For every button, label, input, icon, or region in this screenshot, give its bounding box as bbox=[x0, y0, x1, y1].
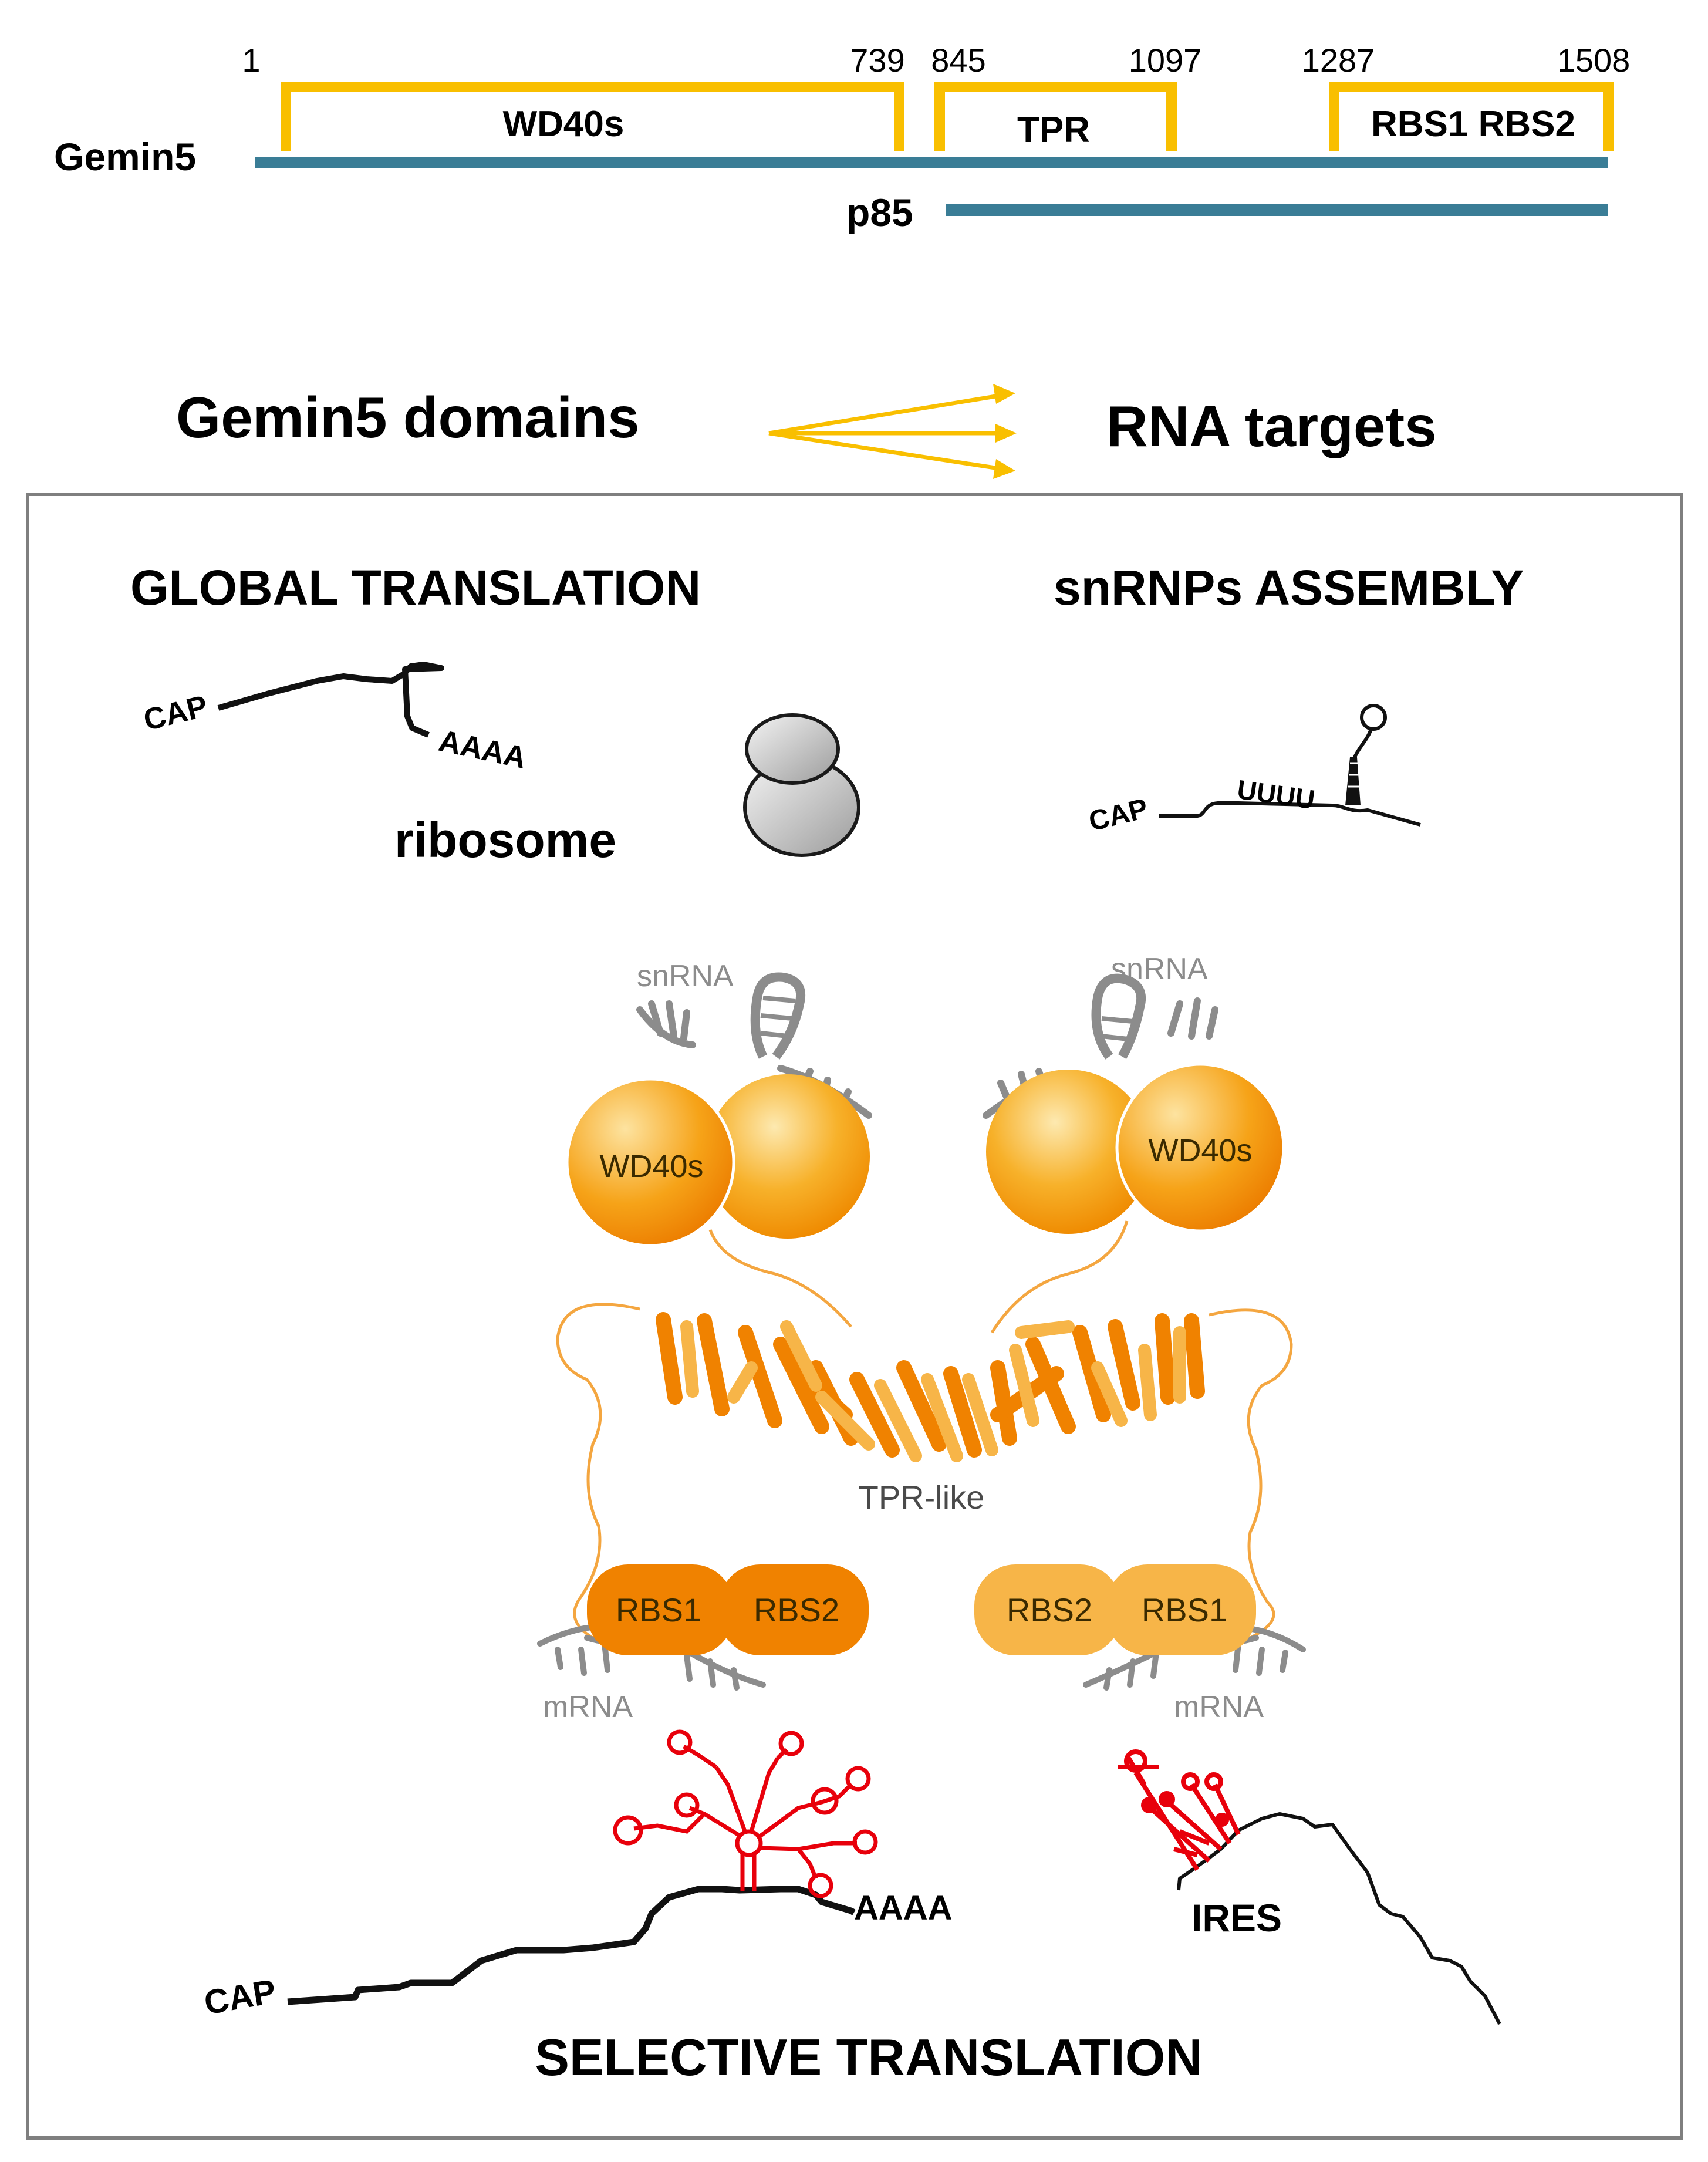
position-1097: 1097 bbox=[1129, 42, 1202, 79]
gemin5-dimer-structure: snRNA snRNA WD40s WD40s bbox=[537, 952, 1306, 1724]
tpr-domain-label: TPR bbox=[1017, 110, 1090, 150]
mrna-label-left: mRNA bbox=[543, 1690, 633, 1724]
tpr-like-label: TPR-like bbox=[859, 1479, 985, 1516]
snrna-label-right: snRNA bbox=[1111, 952, 1208, 986]
ires-label: IRES bbox=[1191, 1896, 1282, 1940]
position-739: 739 bbox=[850, 42, 904, 79]
snrna-label-left: snRNA bbox=[637, 959, 734, 993]
rbs2-blob-right bbox=[974, 1564, 1121, 1655]
rbs-domain-label: RBS1 RBS2 bbox=[1371, 104, 1575, 144]
snrna-stemloop-left bbox=[750, 972, 806, 1060]
rbs2-label-right: RBS2 bbox=[1007, 1591, 1092, 1628]
rbs2-label-left: RBS2 bbox=[754, 1591, 839, 1628]
rbs1-blob-left bbox=[587, 1564, 734, 1655]
header: Gemin5 domains RNA targets bbox=[176, 384, 1437, 479]
selective-mrna-icon: CAP AAAA bbox=[201, 1886, 953, 2022]
polya-label: AAAA bbox=[436, 724, 529, 775]
position-845: 845 bbox=[931, 42, 985, 79]
selective-cap-label: CAP bbox=[201, 1972, 279, 2022]
wd40-sphere-left-front bbox=[565, 1077, 735, 1247]
snrnp-assembly-heading: snRNPs ASSEMBLY bbox=[1054, 560, 1524, 615]
snrna-target-icon: CAP UUUU bbox=[1086, 704, 1421, 838]
wd40-sphere-right-front bbox=[1115, 1063, 1285, 1233]
linker-loops bbox=[556, 1220, 1293, 1640]
ribosome-icon bbox=[743, 713, 860, 857]
ribosome-label: ribosome bbox=[394, 812, 616, 868]
ires-mrna-icon: IRES bbox=[1177, 1812, 1501, 2025]
rbs1-label-right: RBS1 bbox=[1142, 1591, 1227, 1628]
selective-polya-label: AAAA bbox=[854, 1889, 953, 1927]
wd40-domain-label: WD40s bbox=[503, 104, 625, 144]
rbs2-blob-left bbox=[719, 1564, 869, 1655]
tpr-domain-box bbox=[934, 82, 1177, 151]
position-1508: 1508 bbox=[1557, 42, 1631, 79]
gemin5-label: Gemin5 bbox=[54, 135, 196, 178]
rbs1-blob-right bbox=[1106, 1564, 1256, 1655]
wd40-sphere-right-back bbox=[986, 1070, 1150, 1234]
ires-structure-icon bbox=[1118, 1749, 1241, 1871]
capped-mrna-icon: CAP AAAA bbox=[140, 662, 529, 775]
rbs-domain-box bbox=[1329, 82, 1614, 151]
snrna-cap-label: CAP bbox=[1086, 793, 1151, 838]
domain-map: 1 739 845 1097 1287 1508 WD40s TPR RBS1 … bbox=[54, 42, 1630, 234]
selective-translation-heading: SELECTIVE TRANSLATION bbox=[535, 2028, 1203, 2086]
gemin5-domains-heading: Gemin5 domains bbox=[176, 385, 640, 450]
wd40-label-right: WD40s bbox=[1148, 1133, 1252, 1168]
structured-utr-icon bbox=[613, 1729, 878, 1898]
global-translation-heading: GLOBAL TRANSLATION bbox=[130, 560, 701, 615]
wd40-sphere-left-back bbox=[706, 1074, 870, 1239]
fan-arrows-icon bbox=[768, 384, 1017, 479]
p85-label: p85 bbox=[846, 191, 913, 234]
cap-label: CAP bbox=[140, 689, 211, 738]
wd40-domain-box bbox=[281, 82, 904, 151]
position-1: 1 bbox=[242, 42, 260, 79]
uuuu-label: UUUU bbox=[1236, 774, 1317, 815]
snrna-stemloop-right bbox=[1091, 973, 1146, 1060]
rbs1-label-left: RBS1 bbox=[616, 1591, 701, 1628]
mrna-label-right: mRNA bbox=[1174, 1690, 1264, 1724]
position-1287: 1287 bbox=[1302, 42, 1375, 79]
targets-panel-frame bbox=[26, 493, 1683, 2140]
wd40-label-left: WD40s bbox=[599, 1149, 703, 1184]
tpr-helix-array bbox=[656, 1312, 1205, 1462]
rna-targets-heading: RNA targets bbox=[1106, 394, 1437, 458]
